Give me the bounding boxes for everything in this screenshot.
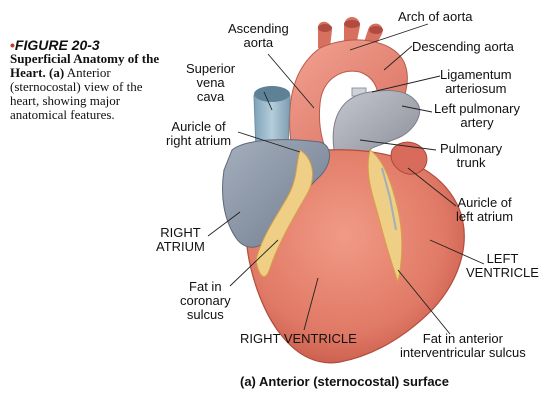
- vena-cava-opening: [254, 86, 290, 102]
- coronary-vessel: [381, 167, 397, 231]
- figure-description: Anterior (sternocostal) view of the hear…: [10, 65, 143, 122]
- fat-interventricular-sulcus: [367, 149, 403, 284]
- fat-coronary-sulcus: [255, 149, 314, 278]
- label-right-atrium: RIGHT ATRIUM: [156, 225, 205, 254]
- figure-label: •FIGURE 20-3: [10, 38, 170, 52]
- figure-bullet: •: [10, 37, 15, 53]
- figure-number: FIGURE 20-3: [14, 37, 100, 53]
- left-auricle: [390, 141, 428, 175]
- label-left-pulmonary-artery: Left pulmonary artery: [434, 101, 520, 130]
- figure-title: Superficial Anatomy of the Heart.: [10, 51, 160, 80]
- figure-part: (a): [48, 65, 65, 80]
- label-fat-coronary-sulcus: Fat in coronary sulcus: [180, 279, 231, 322]
- label-superior-vena-cava: Superior vena cava: [186, 61, 236, 104]
- figure-caption: •FIGURE 20-3 Superficial Anatomy of the …: [10, 38, 170, 122]
- label-auricle-right-atrium: Auricle of right atrium: [166, 119, 232, 148]
- surface-caption: (a) Anterior (sternocostal) surface: [240, 374, 450, 389]
- aortic-branches: [317, 17, 383, 52]
- label-ligamentum-arteriosum: Ligamentum arteriosum: [440, 67, 512, 96]
- label-arch-of-aorta: Arch of aorta: [398, 9, 473, 24]
- label-fat-interventricular-sulcus: Fat in anterior interventricular sulcus: [400, 331, 526, 360]
- label-right-ventricle: RIGHT VENTRICLE: [240, 331, 357, 346]
- label-descending-aorta: Descending aorta: [412, 39, 514, 54]
- label-auricle-left-atrium: Auricle of left atrium: [456, 195, 514, 224]
- leader-lines: [207, 23, 485, 335]
- label-ascending-aorta: Ascending aorta: [228, 21, 289, 50]
- label-left-ventricle: LEFT VENTRICLE: [466, 251, 539, 280]
- label-pulmonary-trunk: Pulmonary trunk: [440, 141, 503, 170]
